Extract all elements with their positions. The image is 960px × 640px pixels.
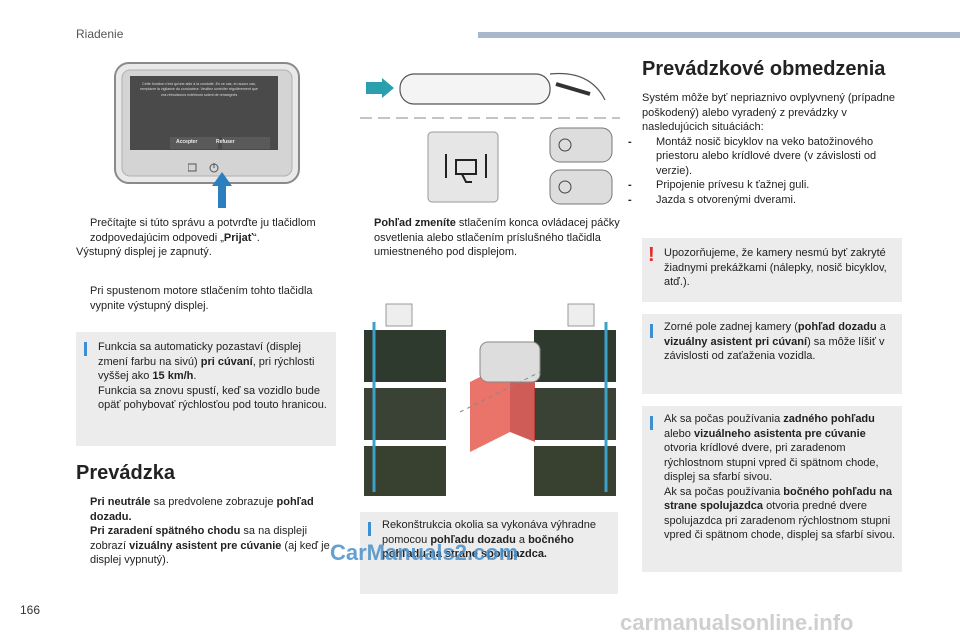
info-box-auto-pause: Funkcia sa automaticky pozastaví (disple… — [76, 332, 336, 446]
camera-views-diagram — [360, 302, 620, 502]
limitations-text: Systém môže byť nepriaznivo ovplyvnený (… — [628, 92, 895, 206]
refuse-button: Refuser — [216, 139, 235, 145]
section-title: Riadenie — [76, 27, 124, 41]
display-message: Cette fonction n'est qu'une aide à la co… — [140, 82, 258, 97]
info-box-doors-open: Ak sa počas používania zadného pohľadu a… — [642, 406, 902, 572]
warning-icon: ! — [648, 244, 655, 266]
press-arrow-icon — [212, 172, 232, 208]
info-box-field-of-view: Zorné pole zadnej kamery (pohľad dozadu … — [642, 314, 902, 394]
change-view-bullet: Pohľad zmeníte stlačením konca ovládacej… — [374, 217, 620, 258]
heading-limitations: Prevádzkové obmedzenia — [642, 58, 886, 80]
operation-list: Pri neutrále sa predvolene zobrazuje poh… — [90, 496, 330, 566]
warning-box-cameras: ! Upozorňujeme, že kamery nesmú byť zakr… — [642, 238, 902, 302]
side-view-button-icon — [440, 148, 492, 188]
watermark-carmanuals: CarManuals2.com — [330, 540, 519, 565]
left-bullet-2: Pri spustenom motore stlačením tohto tla… — [90, 285, 313, 312]
light-stalk-illustration — [360, 60, 620, 210]
info-box-reconstruction: Rekonštrukcia okolia sa vykonáva výhradn… — [360, 512, 618, 594]
screen-buttons-icons — [187, 160, 228, 176]
display-on-text: Výstupný displej je zapnutý. — [76, 246, 212, 258]
display-illustration — [112, 60, 302, 210]
left-bullet-1: Prečítajte si túto správu a potvrďte ju … — [76, 216, 326, 260]
heading-operation: Prevádzka — [76, 462, 175, 484]
watermark-footer: carmanualsonline.info — [620, 610, 854, 635]
page-number: 166 — [20, 603, 41, 617]
header-bar — [478, 32, 960, 38]
accept-button: Accepter — [176, 139, 198, 145]
